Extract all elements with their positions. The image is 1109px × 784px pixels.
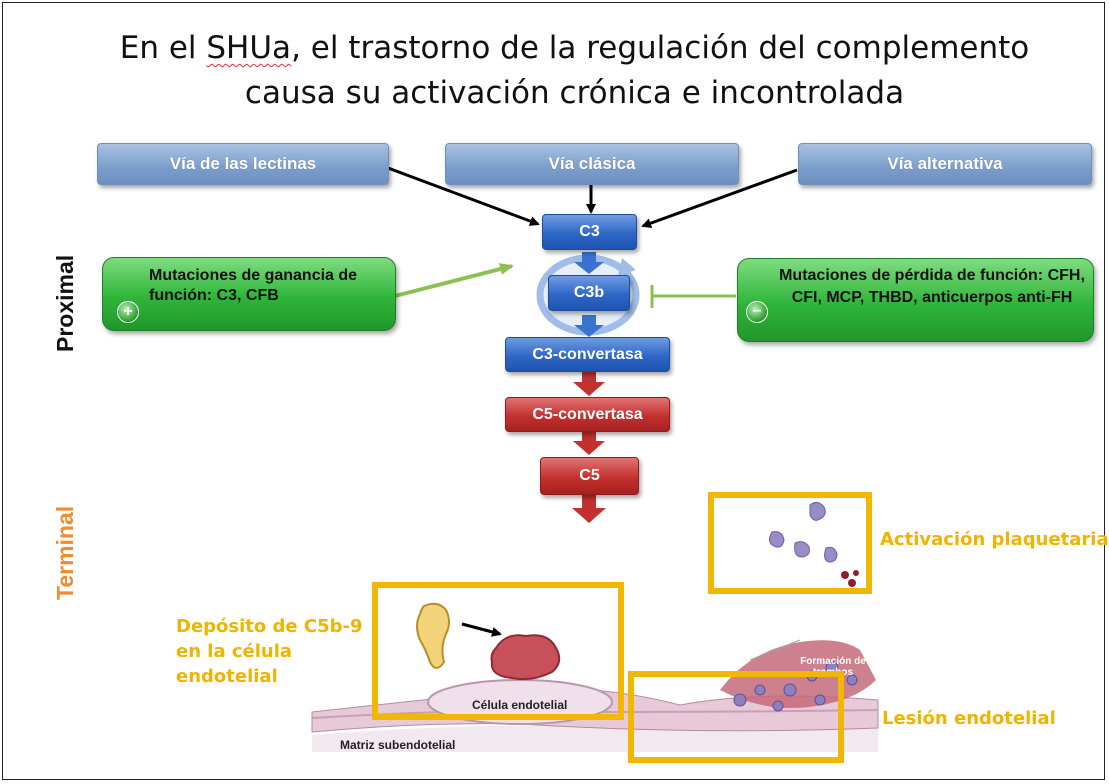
endothelial-injury-label: Lesión endotelial [882, 708, 1056, 729]
arrow-alternative-to-c3 [641, 168, 798, 228]
endothelial-injury-frame [628, 671, 844, 763]
arrow-lectin-to-c3 [387, 166, 540, 226]
c5b9-deposit-frame [372, 582, 624, 720]
c5b9-complex [490, 634, 561, 681]
subendothelial-matrix-label: Matriz subendotelial [340, 738, 456, 752]
slide-title-line2: causa su activación crónica e incontrola… [244, 75, 905, 111]
pathway-alternative: Vía alternativa [798, 143, 1092, 185]
title-acronym: SHUa [206, 30, 292, 66]
gain-of-function-box: + Mutaciones de ganancia de función: C3,… [102, 257, 396, 331]
complement-protein [416, 602, 450, 669]
gain-arrow [394, 263, 514, 298]
c5b9-deposit-label: Depósito de C5b-9 en la célula endotelia… [176, 616, 363, 687]
slide-title-line1: En el SHUa, el trastorno de la regulació… [119, 30, 1030, 66]
down-arrow-c5conv-c5 [573, 430, 605, 455]
plus-icon: + [117, 301, 139, 323]
platelet-activation-label: Activación plaquetaria [880, 529, 1109, 550]
pathway-classic: Vía clásica [445, 143, 739, 185]
platelet-activation-frame [708, 492, 872, 594]
minus-icon: − [746, 301, 768, 323]
gain-of-function-text: Mutaciones de ganancia de función: C3, C… [149, 267, 358, 304]
cascade-c3b: C3b [548, 275, 630, 311]
cascade-c3-convertase: C3-convertasa [505, 337, 670, 372]
loop-arrowhead [618, 258, 636, 276]
loss-of-function-text: Mutaciones de pérdida de función: CFH, C… [779, 267, 1085, 306]
cascade-c5-convertase: C5-convertasa [505, 397, 670, 432]
loss-of-function-box: − Mutaciones de pérdida de función: CFH,… [737, 258, 1094, 342]
endothelial-cell-label: Célula endotelial [472, 698, 568, 712]
pathway-lectin: Vía de las lectinas [97, 143, 389, 185]
cascade-c5: C5 [540, 457, 639, 495]
cascade-c3: C3 [542, 214, 637, 250]
down-arrow-c3b-conv [574, 315, 604, 337]
down-arrow-c3conv-c5conv [573, 372, 605, 396]
down-arrow-c3-c3b [574, 252, 604, 274]
down-arrow-c5-terminal [572, 495, 606, 523]
